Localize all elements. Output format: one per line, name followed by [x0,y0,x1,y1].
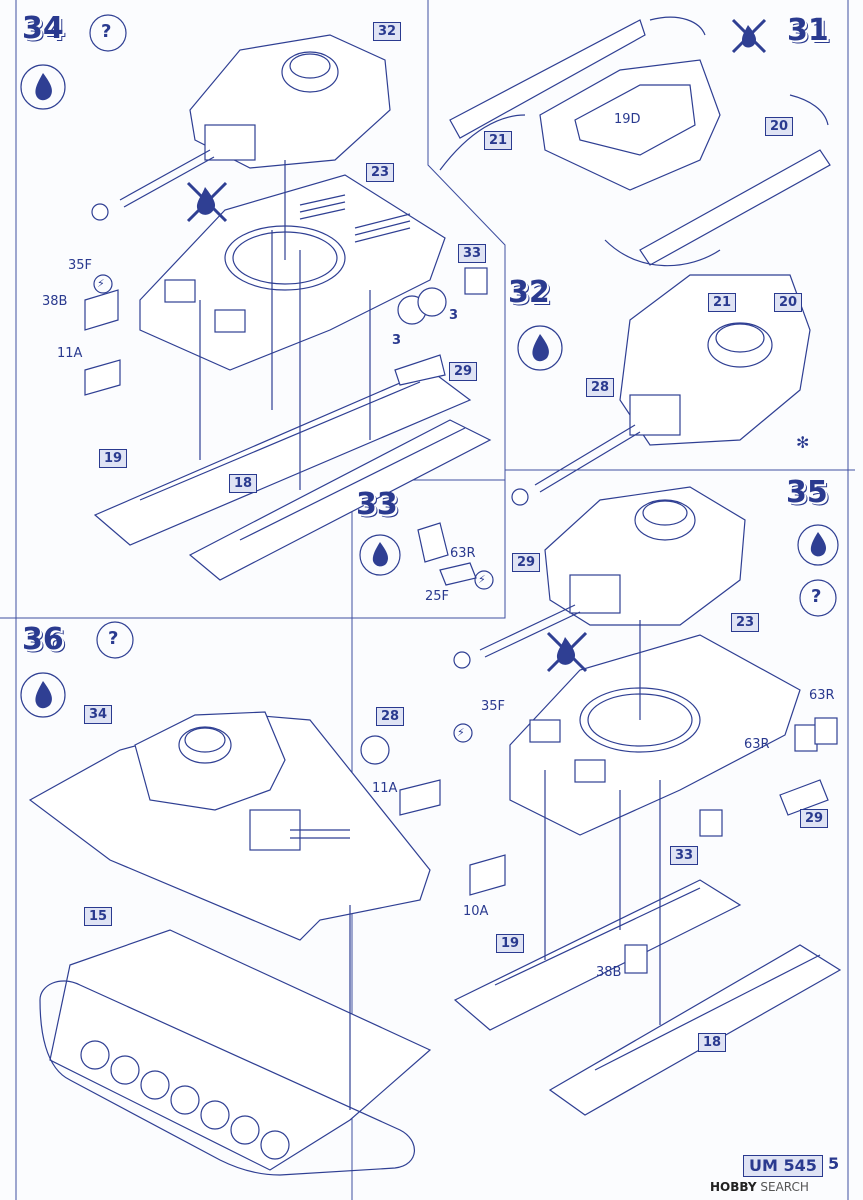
asterisk-icon: ✻ [796,433,810,452]
check-icons [89,14,837,659]
no-glue-icon-31 [731,18,767,54]
part-28-label-b: 28 [376,707,405,726]
no-glue-icon-34 [186,181,228,223]
step31-side-plates [449,19,831,266]
step34-turret [91,34,391,221]
part-21-label-b: 21 [708,293,737,312]
question-icon-36: ? [108,628,119,649]
part-18-label-b: 18 [698,1033,727,1052]
part-32-label: 32 [373,22,402,41]
step36-lower-hull-tracks [39,905,432,1176]
page-number: 5 [828,1154,840,1173]
step34-leader-lines [199,160,371,490]
part-23-label: 23 [366,163,395,182]
kit-code: UM 545 [743,1155,823,1177]
cut-icon-label-34: ⚡ [97,277,105,290]
no-glue-icon-35 [546,631,588,673]
part-29-label-b: 29 [512,553,541,572]
glue-icon-36 [20,672,66,718]
part-35f-text-b: 35F [481,699,506,714]
cut-icon-label-35: ⚡ [457,726,465,739]
glue-icon-33 [359,534,401,576]
part-34-label: 34 [84,705,113,724]
glue-icon-32 [517,325,563,371]
step-number-36: 36 [22,622,64,657]
step31-arrows [439,16,829,267]
step34-fenders [93,369,492,581]
part-3-label: 3 [392,333,402,348]
part-19-label: 19 [99,449,128,468]
part-19d-text: 19D [614,112,641,127]
part-11a-text-b: 11A [372,781,398,796]
cut-icons [93,274,494,743]
glue-icon-34 [20,64,66,110]
part-21-label: 21 [484,131,513,150]
part-18-label: 18 [229,474,258,493]
part-35f-text: 35F [68,258,93,273]
part-33-label-b: 33 [670,846,699,865]
step-number-35: 35 [786,475,828,510]
part-19-label-b: 19 [496,934,525,953]
step35-fenders [360,735,842,1116]
part-23-label-b: 23 [731,613,760,632]
part-3-label-b: 3 [449,308,459,323]
step35-leader-lines [544,620,661,1025]
part-15-label: 15 [84,907,113,926]
cut-icon-label-33: ⚡ [478,573,486,586]
part-25f-text: 25F [425,589,450,604]
part-20-label: 20 [765,117,794,136]
watermark-brand: HOBBY [710,1180,757,1194]
part-63r-text: 63R [450,546,476,561]
step35-turret [453,486,746,669]
watermark-rest: SEARCH [756,1180,809,1194]
step36-upper-hull [28,711,431,941]
glue-icon-35 [797,524,839,566]
part-28-label: 28 [586,378,615,397]
watermark: HOBBY SEARCH [710,1180,809,1194]
step32-turret [511,274,811,506]
part-33-label: 33 [458,244,487,263]
part-63r-text-b: 63R [809,688,835,703]
part-20-label-b: 20 [774,293,803,312]
part-29-label-c: 29 [800,809,829,828]
part-38b-text-b: 38B [596,965,622,980]
step-number-31: 31 [787,13,829,48]
part-29-label: 29 [449,362,478,381]
step-number-33: 33 [356,487,398,522]
part-38b-text: 38B [42,294,68,309]
step34-hull [139,174,446,371]
question-icon-34: ? [101,21,112,42]
step35-hull [509,634,838,837]
step34-parts [84,267,488,396]
step-number-34: 34 [22,11,64,46]
question-icon-35: ? [811,586,822,607]
step-number-32: 32 [508,275,550,310]
part-10a-text: 10A [463,904,489,919]
step33-jerrycan [417,522,477,586]
part-63r-text-c: 63R [744,737,770,752]
part-11a-text: 11A [57,346,83,361]
